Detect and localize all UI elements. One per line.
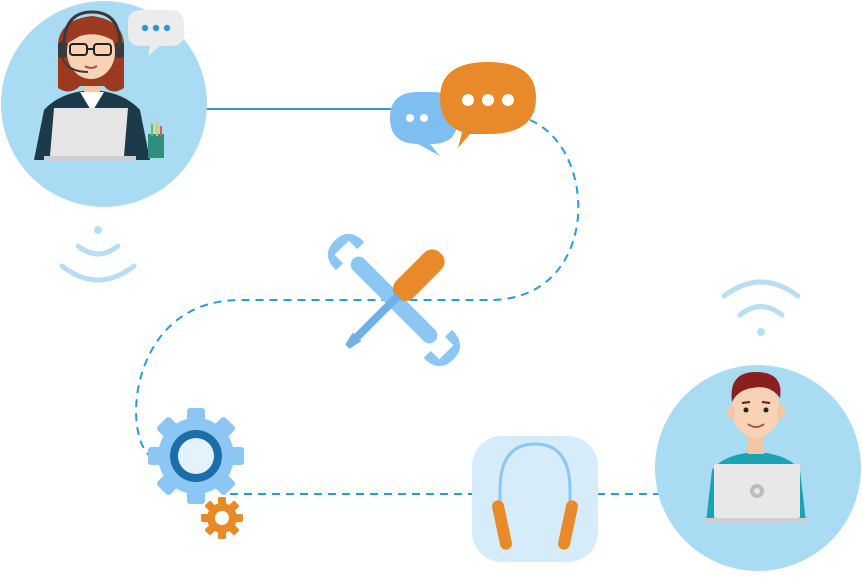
connector-lines [135, 108, 660, 495]
support-agent-icon [1, 1, 207, 207]
wifi-icon [59, 226, 137, 283]
laptop-icon [706, 464, 808, 523]
tools-icon [327, 233, 461, 367]
small-gear-icon [201, 497, 243, 539]
chat-bubbles-icon [390, 62, 536, 156]
wifi-icon [721, 279, 801, 336]
gear-icon [148, 408, 244, 504]
headphones-icon [472, 436, 598, 562]
speech-bubble-icon [128, 10, 184, 56]
chat-to-tools-dashed-path [135, 119, 580, 461]
